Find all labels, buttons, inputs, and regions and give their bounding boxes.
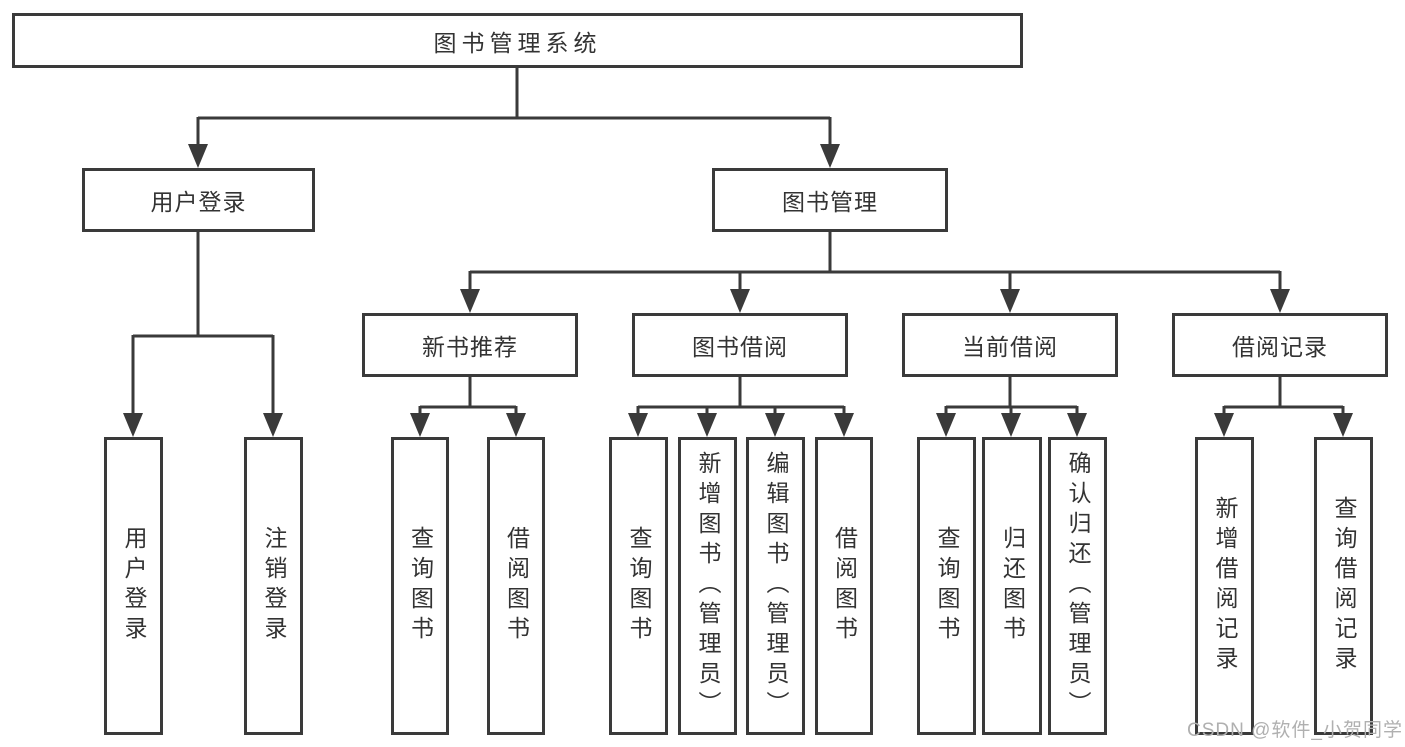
node-label: 当前借阅 xyxy=(962,334,1058,360)
node-book-management: 图书管理 xyxy=(712,168,948,232)
node-label: 查询借阅记录 xyxy=(1331,496,1357,676)
node-leaf-borrow-book-recommend: 借阅图书 xyxy=(487,437,545,735)
node-label: 查询图书 xyxy=(934,526,960,646)
node-leaf-query-borrow-record: 查询借阅记录 xyxy=(1314,437,1373,735)
node-user-login: 用户登录 xyxy=(82,168,315,232)
node-label: 查询图书 xyxy=(407,526,434,646)
node-label: 新增借阅记录 xyxy=(1212,496,1238,676)
node-leaf-confirm-return-admin: 确认归还（管理员） xyxy=(1048,437,1107,735)
node-leaf-add-book-admin: 新增图书（管理员） xyxy=(678,437,737,735)
node-label: 借阅记录 xyxy=(1232,334,1328,360)
node-label: 借阅图书 xyxy=(503,526,530,646)
node-label: 新增图书（管理员） xyxy=(695,451,721,721)
node-label: 图书借阅 xyxy=(692,334,788,360)
node-label: 借阅图书 xyxy=(831,526,858,646)
node-leaf-query-book-current: 查询图书 xyxy=(917,437,976,735)
node-label: 归还图书 xyxy=(999,526,1026,646)
node-borrow-records: 借阅记录 xyxy=(1172,313,1388,377)
node-leaf-edit-book-admin: 编辑图书（管理员） xyxy=(746,437,805,735)
csdn-watermark: CSDN @软件_小贺同学 xyxy=(1187,720,1403,741)
node-new-book-recommend: 新书推荐 xyxy=(362,313,578,377)
node-label: 用户登录 xyxy=(121,526,147,646)
node-label: 用户登录 xyxy=(150,189,247,215)
node-leaf-logout: 注销登录 xyxy=(244,437,303,735)
node-label: 查询图书 xyxy=(626,526,652,646)
node-leaf-borrow-book: 借阅图书 xyxy=(815,437,873,735)
node-leaf-user-login: 用户登录 xyxy=(104,437,163,735)
node-book-borrowing: 图书借阅 xyxy=(632,313,848,377)
node-label: 编辑图书（管理员） xyxy=(763,451,789,721)
arrowheads xyxy=(123,144,1353,437)
node-leaf-return-book: 归还图书 xyxy=(982,437,1042,735)
node-label: 确认归还（管理员） xyxy=(1065,451,1091,721)
node-label: 注销登录 xyxy=(261,526,287,646)
node-leaf-query-book-borrowing: 查询图书 xyxy=(609,437,668,735)
node-leaf-query-book-recommend: 查询图书 xyxy=(391,437,449,735)
node-label: 图书管理系统 xyxy=(433,29,602,56)
node-label: 新书推荐 xyxy=(422,334,518,360)
node-current-borrowing: 当前借阅 xyxy=(902,313,1118,377)
node-leaf-add-borrow-record: 新增借阅记录 xyxy=(1195,437,1254,735)
node-label: 图书管理 xyxy=(782,189,878,215)
node-root-system: 图书管理系统 xyxy=(12,13,1023,68)
